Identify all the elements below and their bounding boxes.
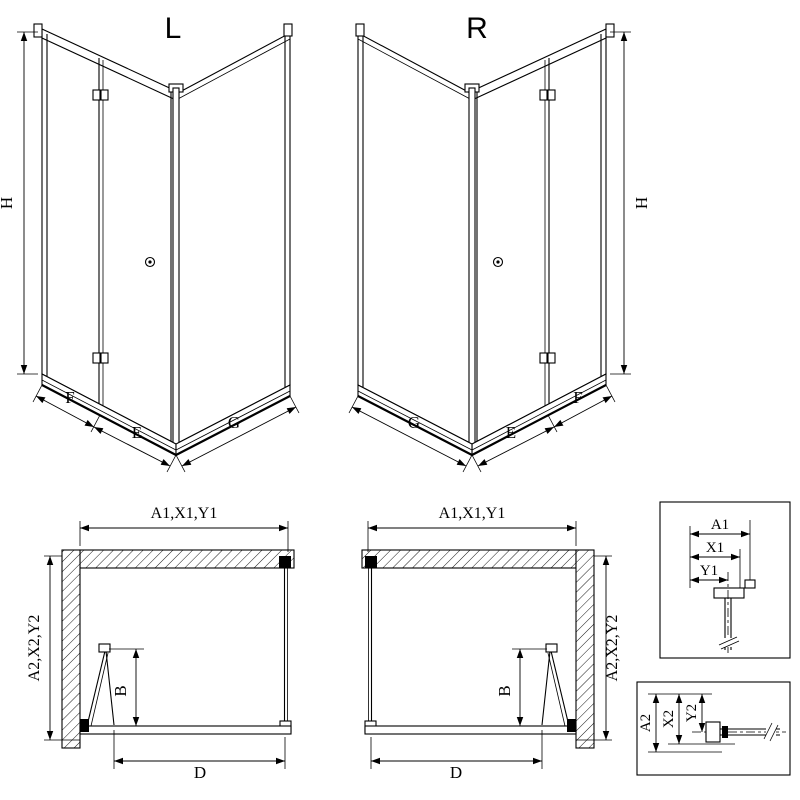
dim-label-a1x1y1: A1,X1,Y1 xyxy=(151,505,218,522)
door-wall-hinge xyxy=(567,719,576,732)
break-symbol xyxy=(763,722,773,740)
dim-fold-left: B xyxy=(109,648,144,726)
dim-height-left: H xyxy=(0,31,38,375)
dim-fold-right: B xyxy=(495,648,547,726)
wall-bracket xyxy=(33,23,43,38)
fold-hinge xyxy=(98,643,111,653)
dim-label-x2: X2 xyxy=(661,710,677,728)
hinge-top xyxy=(100,89,109,101)
dim-label-a2: A2 xyxy=(638,714,654,732)
door-glass xyxy=(41,31,177,445)
dim-label-e: E xyxy=(132,423,142,442)
hinge-bottom xyxy=(547,352,556,364)
hinge-bottom xyxy=(92,352,101,364)
door-wall-hinge xyxy=(80,719,89,732)
wall-bracket xyxy=(283,23,293,37)
hinge-bottom xyxy=(539,352,548,364)
profile-gasket xyxy=(722,726,728,738)
wall-bracket xyxy=(355,23,365,37)
hinge-top xyxy=(547,89,556,101)
door-glass xyxy=(471,31,607,445)
dim-label-b: B xyxy=(111,685,130,696)
fold-hinge xyxy=(545,643,558,653)
dim-label-f: F xyxy=(573,388,582,407)
front-view-right: R H xyxy=(348,12,651,473)
dim-height-right: H xyxy=(610,31,651,375)
wall-bracket xyxy=(744,579,756,589)
dim-base-left: F E G xyxy=(32,384,300,473)
dim-label-e: E xyxy=(506,423,516,442)
side-panel-glass xyxy=(175,32,291,445)
dim-label-f: F xyxy=(65,388,74,407)
wall-left xyxy=(61,549,81,749)
detail-top-profile: A1 X1 Y1 xyxy=(659,501,791,659)
front-view-left: L H xyxy=(0,12,300,473)
variant-label-right: R xyxy=(466,12,488,45)
wall-right xyxy=(575,549,595,749)
threshold xyxy=(79,725,292,735)
dim-label-b: B xyxy=(495,685,514,696)
dim-label-height: H xyxy=(0,197,16,209)
folded-door-plan xyxy=(541,643,576,732)
side-panel-glass xyxy=(357,32,473,445)
dim-label-y1: Y1 xyxy=(700,563,718,579)
wall-top xyxy=(361,549,577,569)
wall-profile-block xyxy=(365,556,377,568)
dim-label-a2x2y2: A2,X2,Y2 xyxy=(604,615,621,682)
bottom-profile-section xyxy=(705,721,721,743)
wall-top xyxy=(79,549,295,569)
dim-label-a1x1y1: A1,X1,Y1 xyxy=(439,505,506,522)
break-symbol xyxy=(718,636,738,646)
dim-width-right: A1,X1,Y1 xyxy=(367,505,577,552)
dim-base-right: F E G xyxy=(348,384,616,473)
dim-label-height: H xyxy=(632,197,651,209)
threshold xyxy=(364,725,577,735)
dim-label-a1: A1 xyxy=(711,517,729,533)
top-profile-section xyxy=(713,587,745,599)
wall-bracket xyxy=(605,23,615,38)
dim-label-x1: X1 xyxy=(706,540,724,556)
dim-label-d: D xyxy=(194,763,206,782)
dim-entry-right: D xyxy=(370,730,543,782)
wall-profile-block xyxy=(279,556,291,568)
variant-label-left: L xyxy=(165,12,182,45)
dim-label-a2x2y2: A2,X2,Y2 xyxy=(26,615,43,682)
folded-door-plan xyxy=(80,643,115,732)
dim-entry-left: D xyxy=(113,730,286,782)
dim-depth-right: A2,X2,Y2 xyxy=(576,555,621,741)
dim-depth-left: A2,X2,Y2 xyxy=(26,555,80,741)
detail-bottom-profile: A2 X2 Y2 xyxy=(636,681,791,776)
plan-view-right: B D A1,X1,Y1 A2,X2,Y2 xyxy=(361,505,621,782)
dim-label-d: D xyxy=(450,763,462,782)
corner-post xyxy=(172,87,180,449)
dim-label-y2: Y2 xyxy=(684,704,700,722)
dim-label-g: G xyxy=(408,413,420,432)
corner-post xyxy=(468,87,476,449)
hinge-bottom xyxy=(100,352,109,364)
dim-label-g: G xyxy=(228,413,240,432)
plan-view-left: B D A1,X1,Y1 A2,X2,Y2 xyxy=(26,505,295,782)
hinge-top xyxy=(92,89,101,101)
dim-width-left: A1,X1,Y1 xyxy=(79,505,289,552)
hinge-top xyxy=(539,89,548,101)
